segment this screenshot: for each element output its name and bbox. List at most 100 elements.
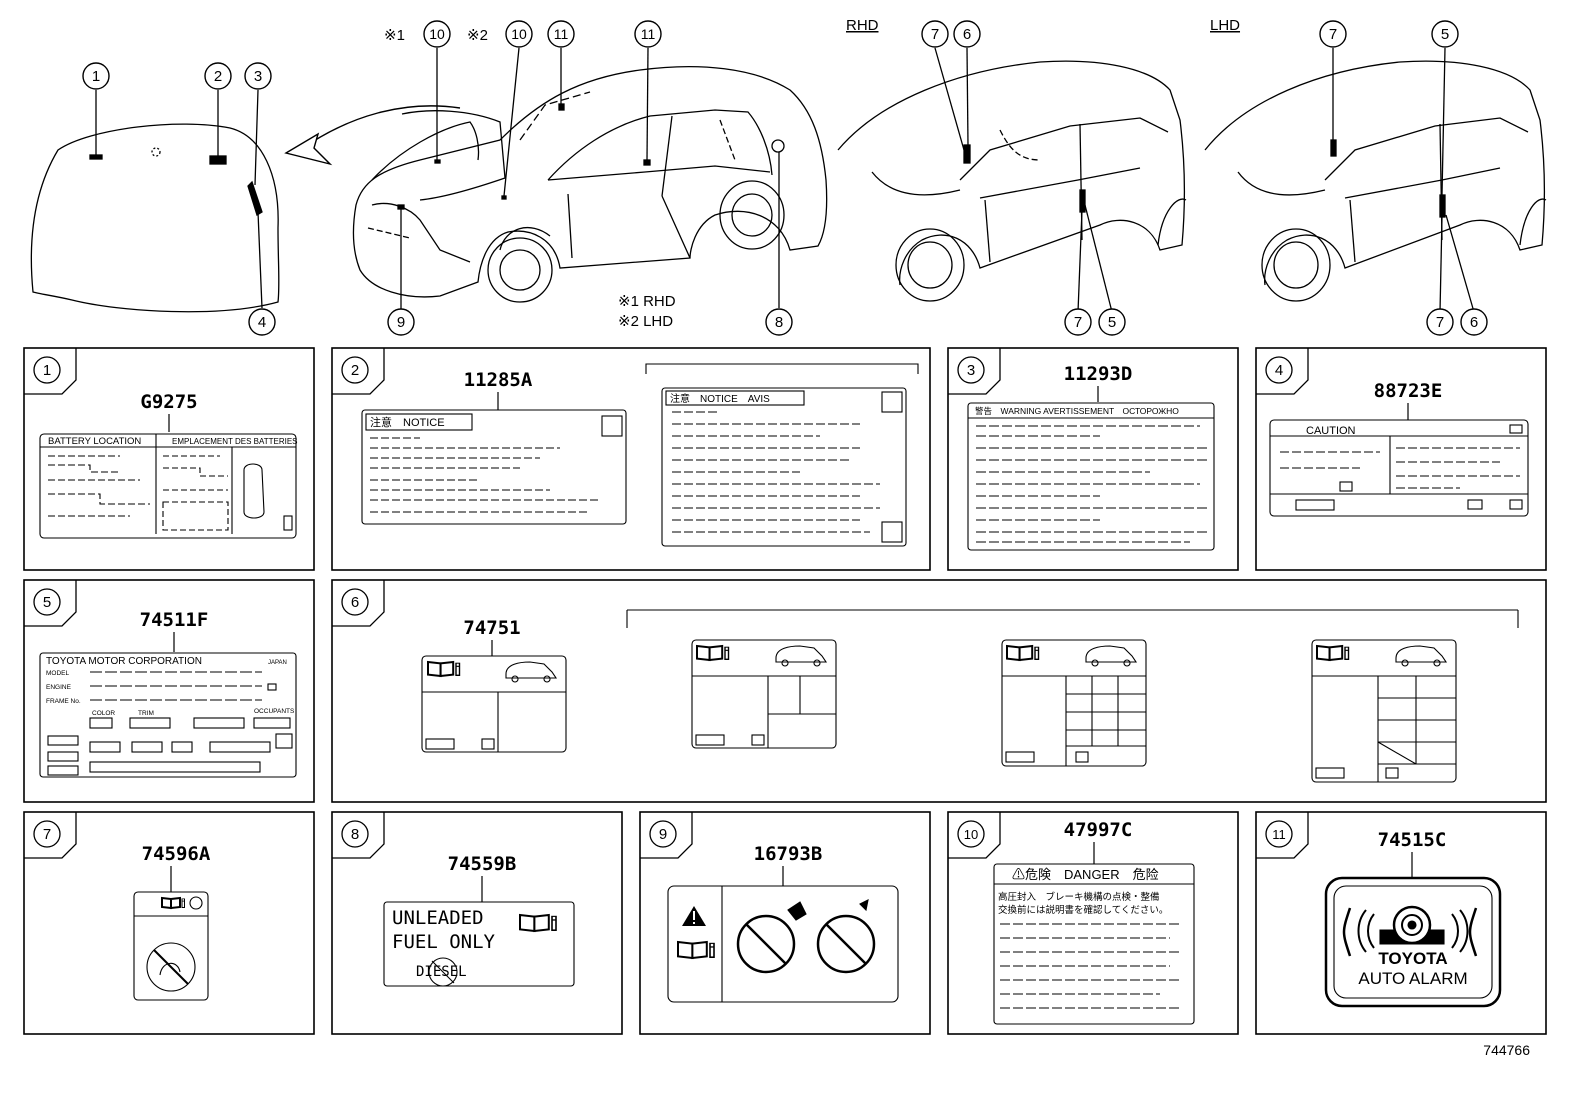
callout-hood-4-label: 4 [258, 314, 266, 331]
lhd-car-illustration [1204, 47, 1547, 313]
manual-book-icon [677, 940, 715, 960]
panel-number-badge [1265, 820, 1293, 848]
panel-number: 5 [43, 594, 51, 611]
battery-location-label [39, 433, 297, 539]
footnote-lhd: ※2 LHD [618, 313, 673, 330]
callout-car-9-label: 9 [397, 314, 405, 331]
panel-9: 9 16793B [639, 811, 931, 1035]
footnote-rhd: ※1 RHD [618, 293, 676, 310]
panel-number-badge [341, 820, 369, 848]
callout-car-10a: 10 [423, 20, 451, 48]
tire-label-variant-b [1001, 639, 1147, 767]
manual-book-icons [161, 644, 1478, 960]
panel-number: 3 [967, 362, 975, 379]
panel-frame [1255, 347, 1547, 571]
callout-hood-3-label: 3 [254, 68, 262, 85]
callout-car-11a-label: 11 [554, 26, 569, 42]
arrow-head-icon [284, 132, 333, 166]
engine-text: ENGINE [46, 684, 72, 691]
callout-lhd-7-top-label: 7 [1329, 26, 1337, 43]
seat-airbag-label [667, 885, 899, 1003]
warning-triangle-icon [682, 906, 706, 926]
panel-number-badge [33, 588, 61, 616]
manual-book-icon [1316, 644, 1350, 662]
panel-frame [1255, 811, 1547, 1035]
car-open-hood-illustration [352, 47, 828, 310]
panel-7: 7 74596A [23, 811, 315, 1035]
part-number: 74511F [140, 609, 209, 631]
part-number: 88723E [1374, 380, 1443, 402]
caution-text: CAUTION [1306, 425, 1356, 437]
callout-lhd-6-bottom: 6 [1460, 308, 1488, 336]
callout-rhd-7-top: 7 [921, 20, 949, 48]
fuel-label [383, 901, 575, 987]
lhd-title: LHD [1210, 17, 1240, 34]
rhd-title: RHD [846, 17, 879, 34]
callout-rhd-7-bottom-label: 7 [1074, 314, 1082, 331]
figure-id: 744766 [1483, 1042, 1530, 1058]
unleaded-text: UNLEADED [392, 907, 484, 929]
panel-frame [947, 347, 1239, 571]
alarm-wave-icon [1342, 907, 1478, 957]
panel-frame [331, 811, 623, 1035]
danger-jp-line-1: 高圧封入 ブレーキ機構の点検・整備 [998, 891, 1160, 903]
callout-car-10b-label: 10 [511, 26, 527, 42]
warning-label [967, 402, 1215, 551]
danger-label [993, 863, 1195, 1025]
auto-alarm-text: AUTO ALARM [1358, 969, 1467, 988]
occupants-text: OCCUPANTS [254, 708, 295, 715]
part-number: 74559B [448, 853, 517, 875]
danger-jp-line-2: 交換前には説明書を確認してください。 [998, 904, 1168, 916]
battery-location-text: BATTERY LOCATION [48, 436, 141, 447]
panel-frame [947, 811, 1239, 1035]
panel-frame [23, 579, 315, 803]
callout-hood-2-label: 2 [214, 68, 222, 85]
footnote-mark-1: ※1 [384, 27, 405, 44]
callout-rhd-7-bottom: 7 [1064, 308, 1092, 336]
hood-illustration [30, 89, 280, 313]
panel-frame [331, 347, 931, 571]
panel-5: 5 74511F [23, 579, 315, 803]
japan-text: JAPAN [268, 660, 287, 666]
part-number: 16793B [754, 843, 823, 865]
callout-hood-2: 2 [204, 62, 232, 90]
panel-10: 10 47997C [947, 811, 1239, 1035]
panel-number: 7 [43, 826, 51, 843]
panel-number: 9 [659, 826, 667, 843]
callout-hood-1: 1 [82, 62, 110, 90]
panel-frame [639, 811, 931, 1035]
toyota-text: TOYOTA [1378, 949, 1447, 968]
toyota-motor-corp-text: TOYOTA MOTOR CORPORATION [46, 656, 202, 667]
panel-number: 1 [43, 362, 51, 379]
panel-frame [23, 347, 315, 571]
part-number: 74596A [142, 843, 211, 865]
diesel-text: DIESEL [416, 964, 467, 980]
manual-book-icon [161, 896, 185, 910]
panel-frame [23, 811, 315, 1035]
callout-car-8-label: 8 [775, 314, 783, 331]
panel-number: 8 [351, 826, 359, 843]
panel-number-badge [341, 588, 369, 616]
color-text: COLOR [92, 710, 115, 717]
part-number: 74515C [1378, 829, 1447, 851]
callout-hood-3: 3 [244, 62, 272, 90]
danger-text: ⚠危険 DANGER 危险 [1012, 867, 1159, 882]
panel-8: 8 74559B [331, 811, 623, 1035]
notice-text-small: 注意 NOTICE [370, 415, 445, 429]
callout-lhd-6-bottom-label: 6 [1470, 314, 1478, 331]
panel-number: 10 [964, 827, 978, 842]
tire-label-main [421, 609, 1519, 753]
panel-number-badge [957, 356, 985, 384]
panel-number-badge [649, 820, 677, 848]
part-number: 47997C [1064, 819, 1133, 841]
callout-rhd-5-bottom: 5 [1098, 308, 1126, 336]
callout-hood-1-label: 1 [92, 68, 100, 85]
footnote-mark-2: ※2 [467, 27, 488, 44]
trim-text: TRIM [138, 710, 154, 717]
